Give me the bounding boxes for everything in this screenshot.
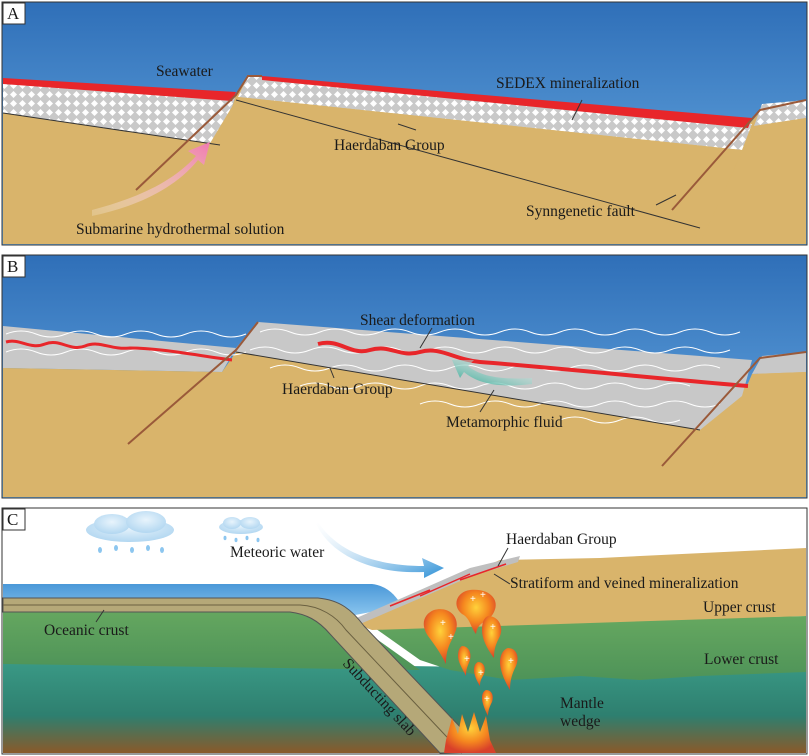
metamorphic-arrow [452, 360, 532, 386]
panel-b-letter: B [7, 257, 18, 276]
group-label-b: Haerdaban Group [282, 381, 393, 398]
leader-group-b [329, 367, 335, 379]
mineral-label: Stratiform and veined mineralization [510, 575, 739, 592]
wavy-strata [5, 328, 741, 424]
cloud-right [219, 517, 263, 543]
fault-right [671, 99, 807, 211]
cloud-left [86, 511, 174, 553]
strata-center [238, 76, 752, 150]
leader-shear [419, 327, 433, 349]
strata-boundary [235, 99, 701, 229]
leader-group-a [397, 123, 417, 131]
mantle-label-2: wedge [560, 713, 601, 730]
hydrothermal-arrow [92, 142, 210, 216]
upper-crust-label: Upper crust [703, 599, 776, 616]
panel-b-tag [2, 255, 26, 278]
fluid-label: Metamorphic fluid [446, 414, 563, 431]
sedex-layer-center [262, 76, 752, 128]
ore-vein-left [5, 339, 233, 362]
svg-text:+: + [470, 594, 476, 605]
panel-c-letter: C [7, 510, 18, 529]
meteoric-label: Meteoric water [230, 544, 325, 561]
mineral-veins [389, 563, 507, 607]
leader-sedex [571, 99, 583, 121]
group-label-a: Haerdaban Group [334, 137, 445, 154]
strata-right [754, 100, 806, 126]
leader-fluid [479, 389, 495, 413]
svg-text:+: + [490, 622, 496, 633]
seawater-label: Seawater [156, 63, 214, 80]
lower-crust-label: Lower crust [704, 651, 779, 668]
fault-b-left [127, 321, 259, 445]
ore-vein-center [317, 340, 749, 388]
svg-text:+: + [508, 656, 514, 667]
panel-a-letter: A [7, 4, 20, 23]
svg-text:+: + [440, 618, 446, 629]
oceanic-crust-label: Oceanic crust [44, 622, 129, 639]
meteoric-arrow [316, 522, 444, 578]
svg-text:+: + [484, 694, 490, 705]
group-label-c: Haerdaban Group [506, 531, 617, 548]
panel-b: B Shear deformation Haerdaban Group Meta… [1, 254, 808, 499]
magma-plumes [423, 589, 518, 753]
leader-mineral [493, 573, 511, 585]
hydro-label: Submarine hydrothermal solution [76, 221, 285, 238]
leader-group-c [497, 547, 509, 567]
shear-label: Shear deformation [360, 312, 475, 329]
strata-b-center [236, 322, 752, 430]
sedex-layer-left [3, 78, 236, 101]
svg-text:+: + [464, 654, 470, 665]
svg-text:+: + [480, 590, 486, 601]
magma-crosses: +++ +++ +++ [440, 590, 514, 705]
fault-b-right [661, 351, 807, 467]
mantle-label-1: Mantle [560, 695, 604, 712]
fault-left [135, 75, 262, 191]
svg-text:+: + [448, 632, 454, 643]
panel-c-tag [2, 508, 26, 531]
leader-fault [655, 194, 677, 206]
panel-a-tag [2, 2, 26, 25]
panel-a: A Seawater SEDEX mineralization Haerdaba… [1, 1, 808, 246]
subducting-slab [2, 597, 486, 754]
svg-text:+: + [478, 668, 484, 679]
leader-oceanic [95, 609, 105, 623]
sedex-label: SEDEX mineralization [496, 75, 640, 92]
panel-c: +++ +++ +++ [1, 507, 808, 755]
fault-label: Synngenetic fault [526, 203, 636, 220]
